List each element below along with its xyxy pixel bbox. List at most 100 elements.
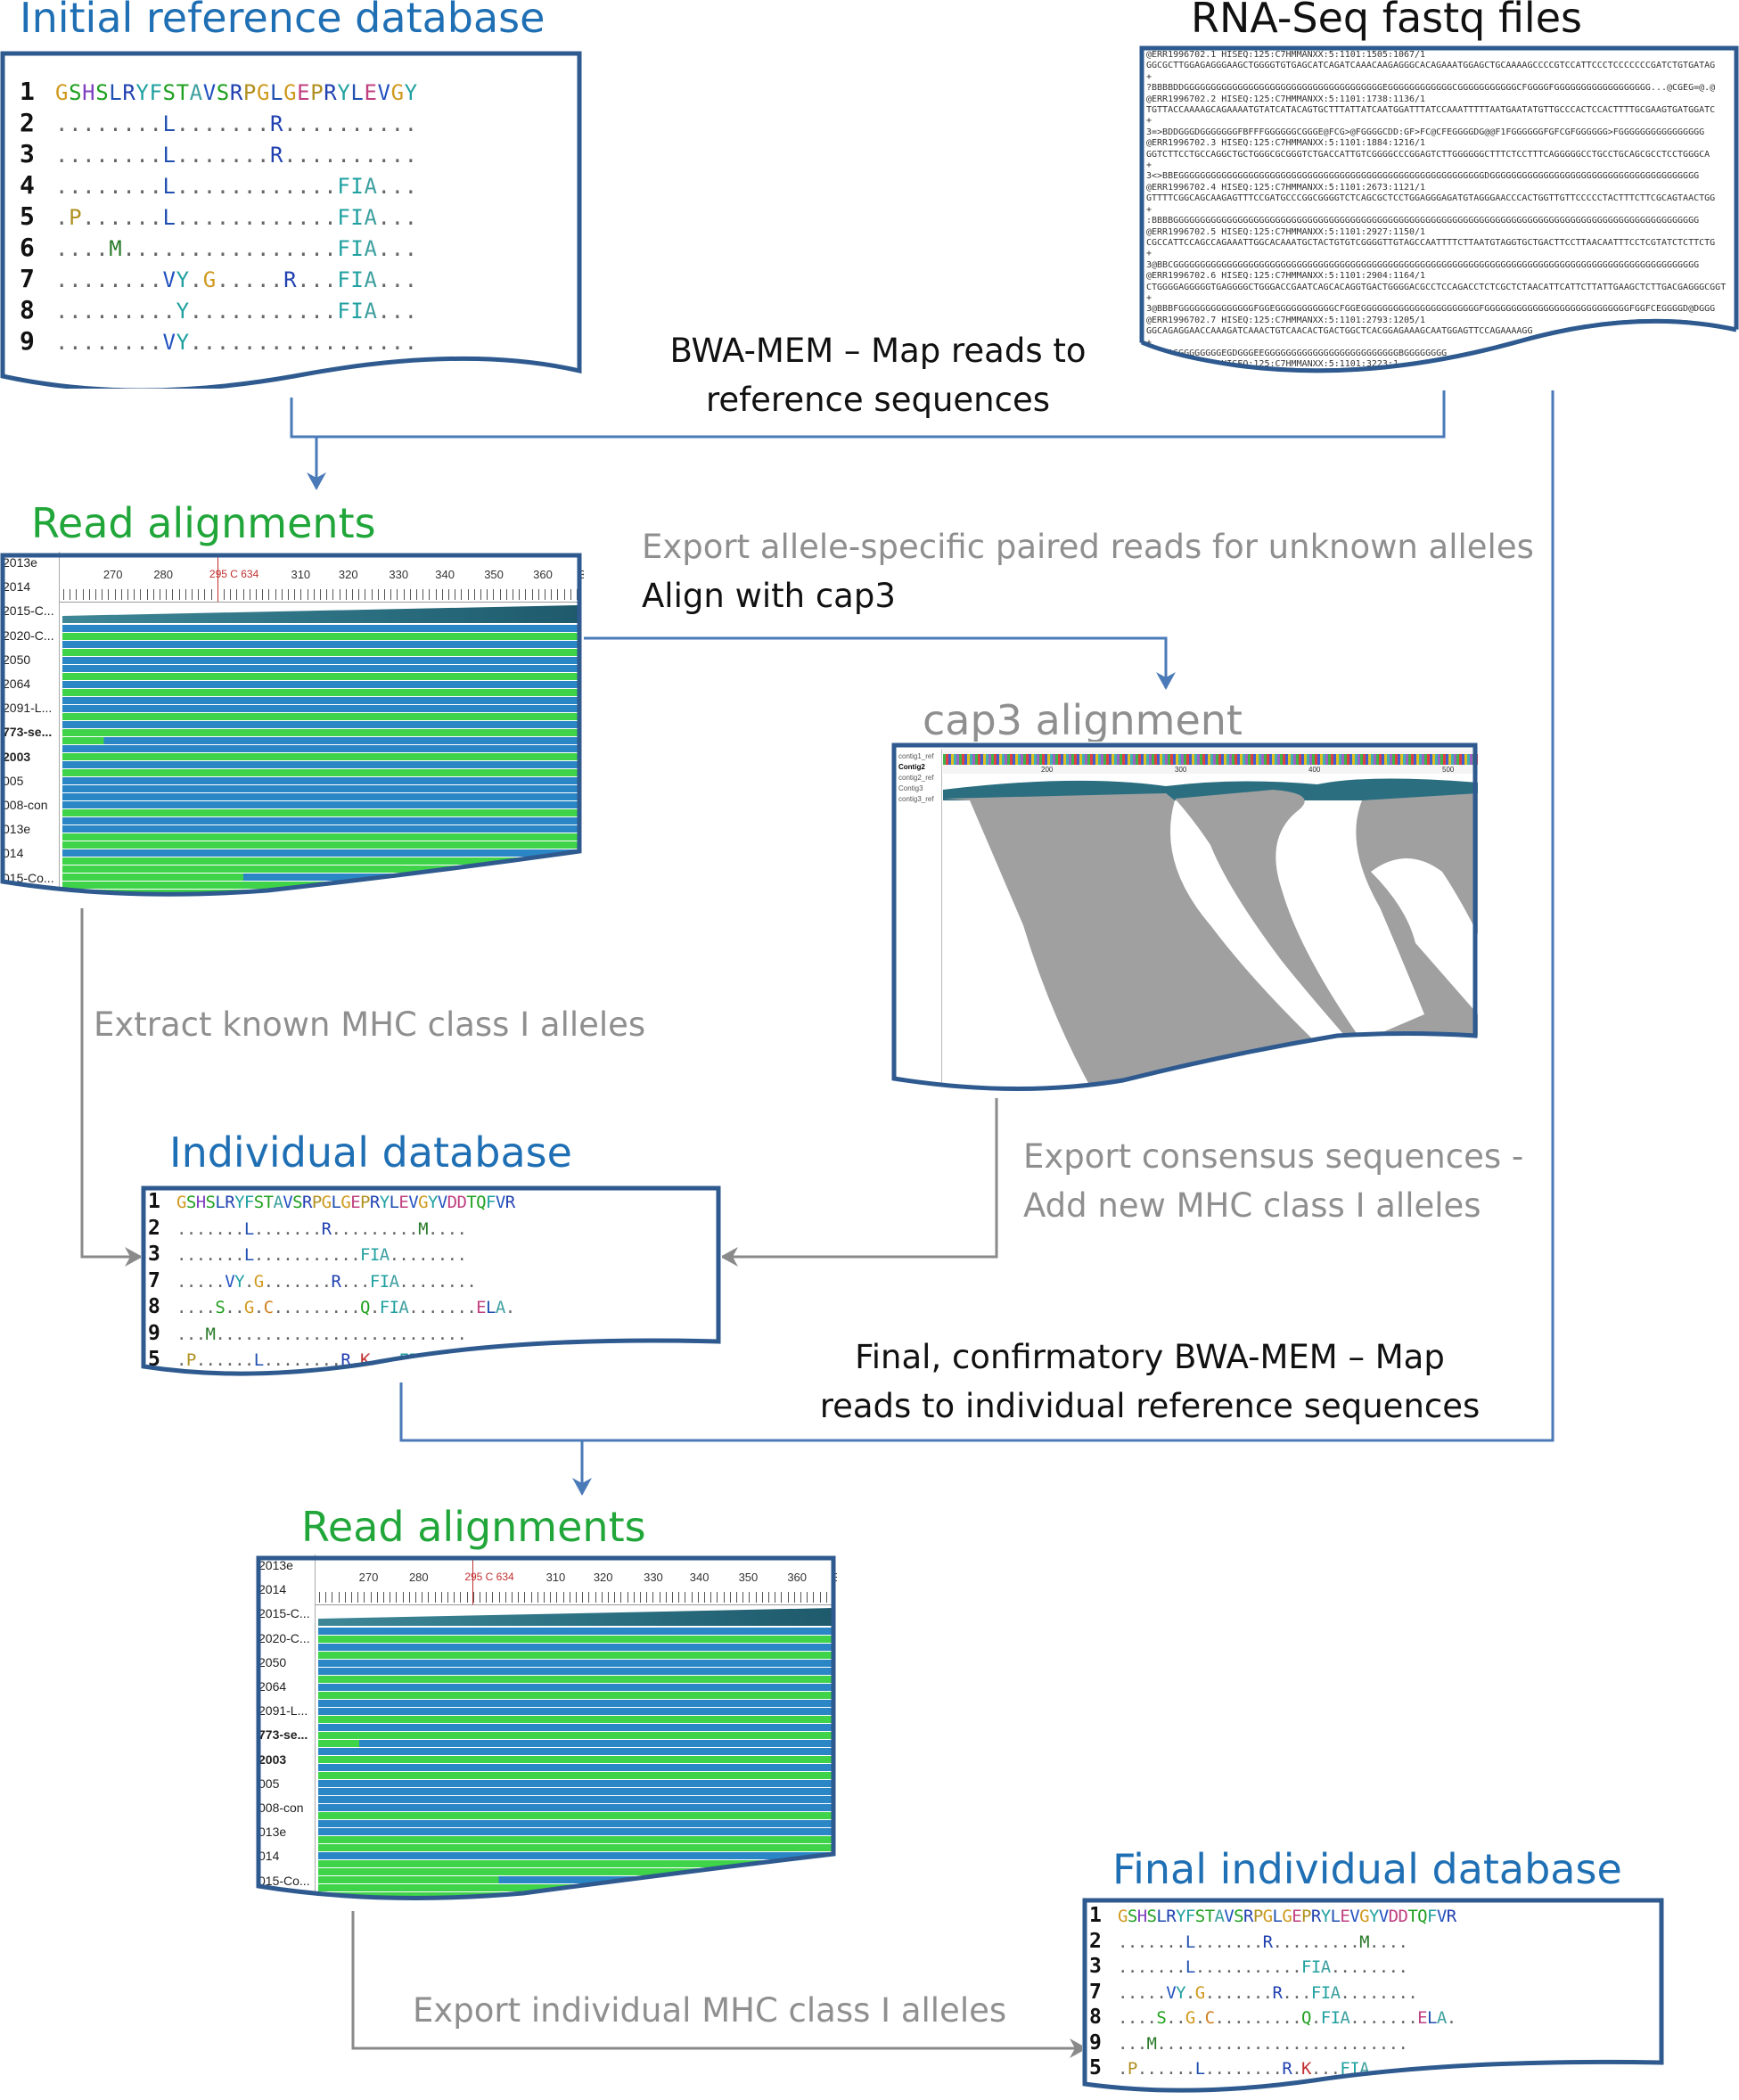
cap3-contig-item[interactable]: contig1_ref: [898, 752, 934, 760]
sample-label[interactable]: 2003: [3, 749, 31, 764]
sample-label[interactable]: 2014: [258, 1582, 287, 1597]
sample-label[interactable]: 2050: [3, 652, 31, 667]
ruler-tick-label: 310: [291, 568, 311, 581]
sequence-row-number: 5: [20, 201, 35, 231]
rnaseq-panel: @ERR1996702.1 HISEQ:125:C7HMMANXX:5:1101…: [1139, 45, 1739, 390]
sample-label[interactable]: 008-con: [258, 1801, 304, 1815]
read-row: [62, 729, 579, 736]
read-row: [318, 1852, 833, 1859]
bwa-line-2: reference sequences: [705, 381, 1050, 419]
ruler-minor-tick: [691, 1592, 693, 1603]
cap3-contig-item[interactable]: Contig3: [898, 784, 923, 792]
ruler-minor-tick: [102, 589, 103, 600]
ruler-minor-tick: [325, 1592, 327, 1603]
final-bwa-connector: [399, 355, 1554, 1442]
ruler-minor-tick: [761, 1592, 763, 1603]
fastq-line: +: [1146, 292, 1152, 303]
sample-label[interactable]: 2013e: [258, 1558, 293, 1572]
sample-label[interactable]: 2020-C...: [258, 1630, 310, 1645]
bwa-connector: [290, 355, 1446, 439]
sequence-row: 2.......L.......R.........M....: [148, 1217, 467, 1240]
cap3-contig-item[interactable]: contig3_ref: [898, 795, 934, 803]
sample-label[interactable]: 013e: [3, 822, 31, 837]
fastq-line: @ERR1996702.3 HISEQ:125:C7HMMANXX:5:1101…: [1146, 138, 1426, 149]
ruler-minor-tick: [294, 589, 296, 600]
sample-label[interactable]: 2091-L...: [258, 1703, 308, 1719]
ruler-minor-tick: [505, 589, 507, 600]
ruler-minor-tick: [402, 1592, 404, 1603]
read-row: [62, 793, 579, 800]
read-alignments-2-panel: 2013e 2014 2015-C... 2020-C... 2050 2064 2091-…: [256, 1554, 837, 1911]
sample-label[interactable]: 015-Co...: [258, 1873, 310, 1888]
ruler-minor-tick: [300, 589, 302, 600]
sequence-row: 3.......L...........FIA........: [148, 1243, 467, 1266]
position-marker: [472, 1558, 474, 1604]
read-row: [62, 753, 579, 760]
read-row: [62, 769, 579, 776]
ruler-minor-tick: [551, 589, 553, 600]
ruler-minor-tick: [486, 1592, 488, 1603]
ruler-minor-tick: [749, 1592, 751, 1603]
read-row: [318, 1820, 833, 1827]
sample-label[interactable]: 2050: [258, 1654, 287, 1669]
sequence-row: 3........L.......R..........: [20, 139, 418, 168]
ruler-tick-label: 330: [644, 1571, 663, 1584]
sample-label[interactable]: 773-se...: [3, 725, 53, 740]
sample-label[interactable]: 2014: [3, 579, 31, 595]
ruler-minor-tick: [429, 589, 431, 600]
read-row: [318, 1644, 833, 1651]
ruler-tick-label: 330: [389, 568, 409, 581]
sample-label[interactable]: 2003: [258, 1751, 287, 1767]
ruler-minor-tick: [512, 1592, 513, 1603]
ruler-minor-tick: [492, 1592, 494, 1603]
ruler-minor-tick: [319, 1592, 320, 1603]
ruler-minor-tick: [736, 1592, 737, 1603]
sample-label[interactable]: 2091-L...: [3, 701, 53, 716]
sequence-residues: .........Y...........FIA...: [55, 299, 418, 324]
sample-label[interactable]: 005: [258, 1776, 280, 1791]
fastq-line: +: [1146, 116, 1152, 127]
sample-label[interactable]: 2020-C...: [3, 628, 54, 643]
sample-label[interactable]: 014: [3, 846, 24, 861]
read-row: [318, 1692, 833, 1699]
cap3-contig-item[interactable]: contig2_ref: [898, 774, 934, 782]
read-alignments-1-title: Read alignments: [31, 499, 376, 547]
sample-label[interactable]: 773-se...: [258, 1727, 308, 1743]
sample-label[interactable]: 2015-C...: [3, 603, 54, 619]
ruler-minor-tick: [288, 589, 289, 600]
cap3-tick-label: 400: [1308, 766, 1321, 774]
ruler-minor-tick: [230, 589, 232, 600]
sample-label[interactable]: 015-Co...: [3, 870, 54, 885]
fastq-line: @ERR1996702.4 HISEQ:125:C7HMMANXX:5:1101…: [1146, 182, 1426, 193]
sample-label[interactable]: 2064: [3, 677, 31, 691]
fastq-line: CGCCATTCCAGCCAGAAATTGGCACAAATGCTACTGTGTC…: [1146, 237, 1716, 248]
ruler-minor-tick: [524, 1592, 526, 1603]
sequence-row: 9...M..........................: [148, 1321, 467, 1345]
sample-label[interactable]: 2013e: [3, 555, 37, 570]
sample-label[interactable]: 008-con: [3, 798, 48, 812]
sample-label[interactable]: 005: [3, 773, 24, 788]
cap3-contig-item[interactable]: Contig2: [898, 763, 925, 771]
sequence-residues: .....VY.G.......R...FIA........: [1118, 1982, 1418, 2003]
ruler-minor-tick: [152, 589, 154, 600]
initial-db-border: [0, 51, 582, 389]
ruler-minor-tick: [493, 589, 495, 600]
ruler-minor-tick: [525, 589, 527, 600]
sequence-row-number: 9: [148, 1321, 160, 1345]
ruler-minor-tick: [665, 1592, 667, 1603]
sample-label[interactable]: 014: [258, 1849, 280, 1864]
sample-label[interactable]: 013e: [258, 1825, 287, 1840]
ruler-minor-tick: [352, 589, 353, 600]
sample-label[interactable]: 2015-C...: [258, 1606, 310, 1621]
export-individual-connector: [351, 1904, 1087, 2058]
sequence-row-number: 9: [1089, 2030, 1102, 2055]
read-row: [62, 649, 579, 656]
fastq-line: +: [1146, 204, 1152, 215]
sample-label[interactable]: 2064: [258, 1679, 287, 1694]
export-consensus-line-1: Export consensus sequences -: [1023, 1137, 1524, 1176]
fastq-line: 3@BBCGGGGGGGGGGGGGGGGGGGGGGGGGGGGGGGGGGG…: [1146, 259, 1700, 270]
